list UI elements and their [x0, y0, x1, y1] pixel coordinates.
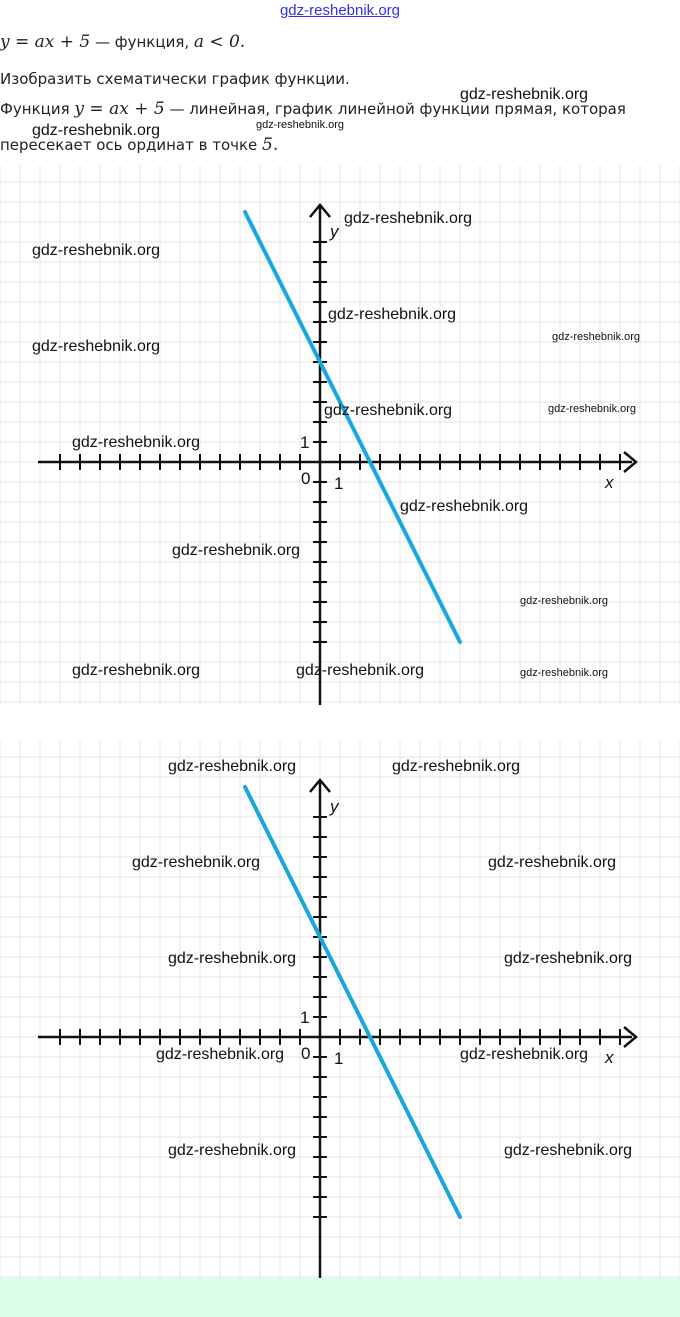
watermark: gdz-reshebnik.org	[32, 242, 161, 259]
x-tick-label: 1	[334, 474, 343, 493]
graph-1: x y 0 1 1	[0, 165, 680, 705]
x-axis-label: x	[604, 473, 614, 492]
watermark: gdz-reshebnik.org	[520, 595, 609, 607]
solution-line-2: пересекает ось ординат в точке 5.	[0, 135, 278, 155]
origin-label: 0	[301, 469, 310, 488]
site-link[interactable]: gdz-reshebnik.org	[279, 2, 401, 19]
graph-2: x y 0 1 1	[0, 740, 680, 1280]
watermark: gdz-reshebnik.org	[172, 542, 301, 559]
watermark: gdz-reshebnik.org	[324, 402, 453, 419]
problem-statement: y = ax + 5 — функция, a < 0.	[0, 32, 245, 52]
y-axis-label: y	[329, 222, 340, 241]
function-line	[243, 785, 462, 1219]
watermark: gdz-reshebnik.org	[400, 498, 529, 515]
text: — функция,	[90, 33, 194, 51]
watermark: gdz-reshebnik.org	[460, 86, 589, 103]
x-axis-label: x	[604, 1048, 614, 1067]
watermark: gdz-reshebnik.org	[504, 1142, 633, 1159]
condition: a < 0.	[193, 32, 246, 52]
x-axis-arrow	[623, 1026, 638, 1048]
watermark: gdz-reshebnik.org	[32, 338, 161, 355]
x-axis-arrow	[623, 451, 638, 473]
watermark: gdz-reshebnik.org	[32, 122, 161, 139]
watermark: gdz-reshebnik.org	[296, 662, 425, 679]
y-axis-arrow	[309, 778, 331, 793]
watermark: gdz-reshebnik.org	[132, 854, 261, 871]
formula: y = ax + 5	[0, 32, 91, 52]
y-tick-label: 1	[300, 433, 309, 452]
function-line	[243, 210, 462, 644]
watermark: gdz-reshebnik.org	[344, 210, 473, 227]
watermark: gdz-reshebnik.org	[328, 306, 457, 323]
watermark: gdz-reshebnik.org	[460, 1046, 589, 1063]
watermark: gdz-reshebnik.org	[72, 434, 201, 451]
watermark: gdz-reshebnik.org	[72, 662, 201, 679]
text: — линейная, график линейной функции прям…	[164, 100, 626, 118]
watermark: gdz-reshebnik.org	[520, 667, 609, 679]
watermark: gdz-reshebnik.org	[504, 950, 633, 967]
origin-label: 0	[301, 1044, 310, 1063]
watermark: gdz-reshebnik.org	[548, 403, 637, 415]
x-tick-label: 1	[334, 1049, 343, 1068]
solution-line-1: Функция y = ax + 5 — линейная, график ли…	[0, 99, 626, 119]
watermark: gdz-reshebnik.org	[552, 331, 641, 343]
watermark: gdz-reshebnik.org	[168, 1142, 297, 1159]
text: Функция	[0, 100, 75, 118]
watermark: gdz-reshebnik.org	[256, 119, 345, 131]
text: пересекает ось ординат в точке	[0, 136, 263, 154]
watermark: gdz-reshebnik.org	[392, 758, 521, 775]
watermark: gdz-reshebnik.org	[488, 854, 617, 871]
formula: y = ax + 5	[74, 99, 165, 119]
y-axis-label: y	[329, 797, 340, 816]
watermark: gdz-reshebnik.org	[168, 758, 297, 775]
value: 5.	[262, 135, 279, 155]
y-axis-arrow	[309, 203, 331, 218]
bottom-bar	[0, 1278, 680, 1317]
watermark: gdz-reshebnik.org	[156, 1046, 285, 1063]
watermark: gdz-reshebnik.org	[168, 950, 297, 967]
task-text: Изобразить схематически график функции.	[0, 70, 350, 88]
y-tick-label: 1	[300, 1008, 309, 1027]
